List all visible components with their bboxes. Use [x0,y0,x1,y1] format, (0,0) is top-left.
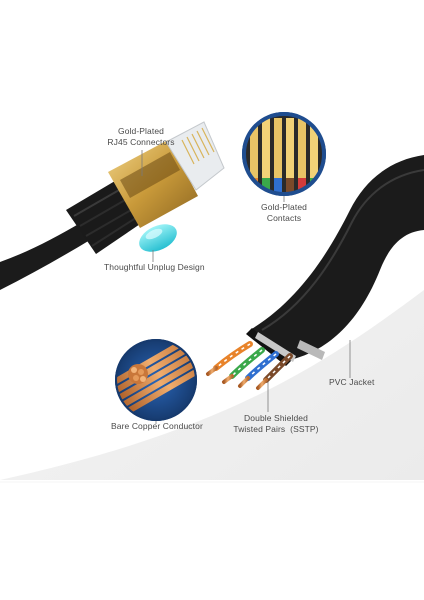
label-sstp-line2: Twisted Pairs (SSTP) [233,424,319,434]
label-rj45-line2: RJ45 Connectors [107,137,175,147]
label-sstp: Double Shielded Twisted Pairs (SSTP) [226,413,326,435]
label-rj45-line1: Gold-Plated [118,126,164,136]
copper-zoom-circle [115,339,197,421]
callout-lines [141,150,351,424]
label-rj45: Gold-Plated RJ45 Connectors [96,126,186,148]
connector-cable [0,222,90,290]
contacts-zoom-circle [242,112,326,196]
unplug-tab [139,224,177,252]
rj45-tip [165,121,225,191]
twisted-pairs [206,341,293,390]
label-contacts: Gold-Plated Contacts [244,202,324,224]
label-sstp-line1: Double Shielded [244,413,308,423]
flat-cable [250,155,424,360]
label-contacts-line1: Gold-Plated [261,202,307,212]
label-contacts-line2: Contacts [266,213,302,223]
label-jacket: PVC Jacket [329,377,375,387]
label-unplug: Thoughtful Unplug Design [104,262,205,272]
label-copper: Bare Copper Conductor [111,421,203,431]
